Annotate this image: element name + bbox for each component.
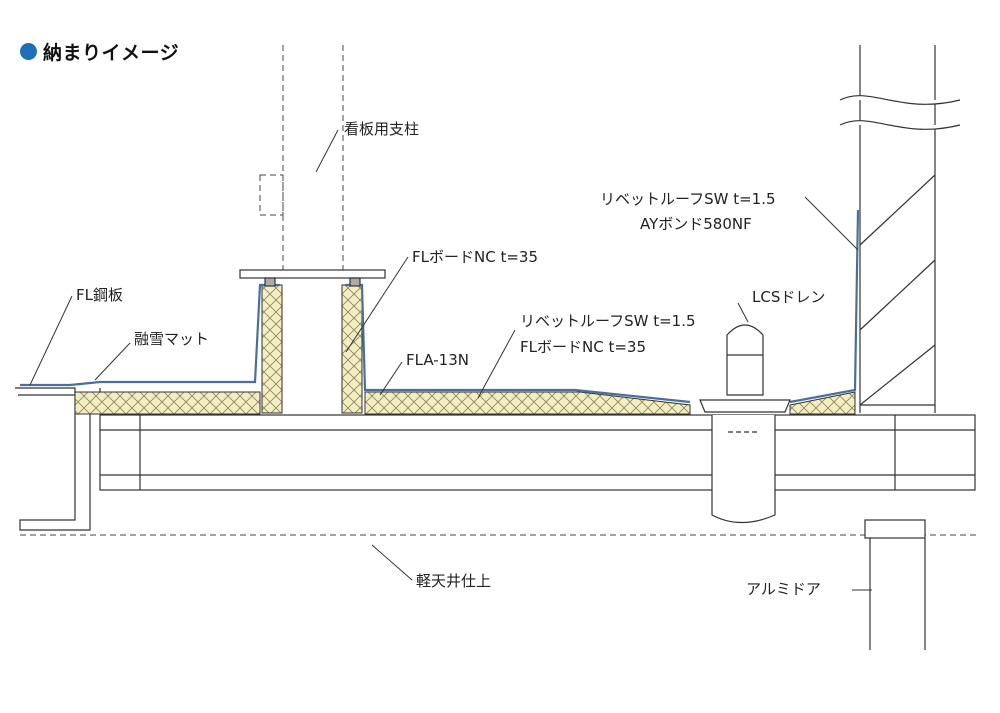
- label-fla: FLA-13N: [406, 351, 469, 369]
- label-sign-post: 看板用支柱: [344, 120, 419, 138]
- label-ceiling: 軽天井仕上: [416, 572, 491, 590]
- leader-lines: [29, 129, 872, 591]
- aluminum-door-frame: [864, 519, 926, 650]
- label-lcs-drain: LCSドレン: [752, 288, 825, 306]
- label-ay-bond: AYボンド580NF: [640, 215, 752, 233]
- insulation-boards: [74, 284, 856, 415]
- right-wall: [839, 45, 961, 413]
- label-snow-mat: 融雪マット: [134, 330, 209, 348]
- lcs-drain-body: [699, 324, 791, 524]
- label-fl-steel: FL鋼板: [76, 286, 123, 304]
- label-fl-board-mid: FLボードNC t=35: [520, 338, 646, 356]
- label-rivet-mid: リベットルーフSW t=1.5: [520, 312, 696, 330]
- bullet-dot-icon: [20, 42, 37, 60]
- heading-title: 納まりイメージ: [43, 41, 180, 64]
- sign-post-outline: [259, 45, 344, 270]
- label-rivet-top: リベットルーフSW t=1.5: [600, 190, 776, 208]
- floor-beam: [99, 414, 976, 491]
- post-cap-plate: [239, 269, 386, 287]
- label-fl-board-top: FLボードNC t=35: [412, 248, 538, 266]
- drawing-heading: 納まりイメージ: [20, 36, 179, 66]
- label-aluminum-door: アルミドア: [746, 580, 821, 598]
